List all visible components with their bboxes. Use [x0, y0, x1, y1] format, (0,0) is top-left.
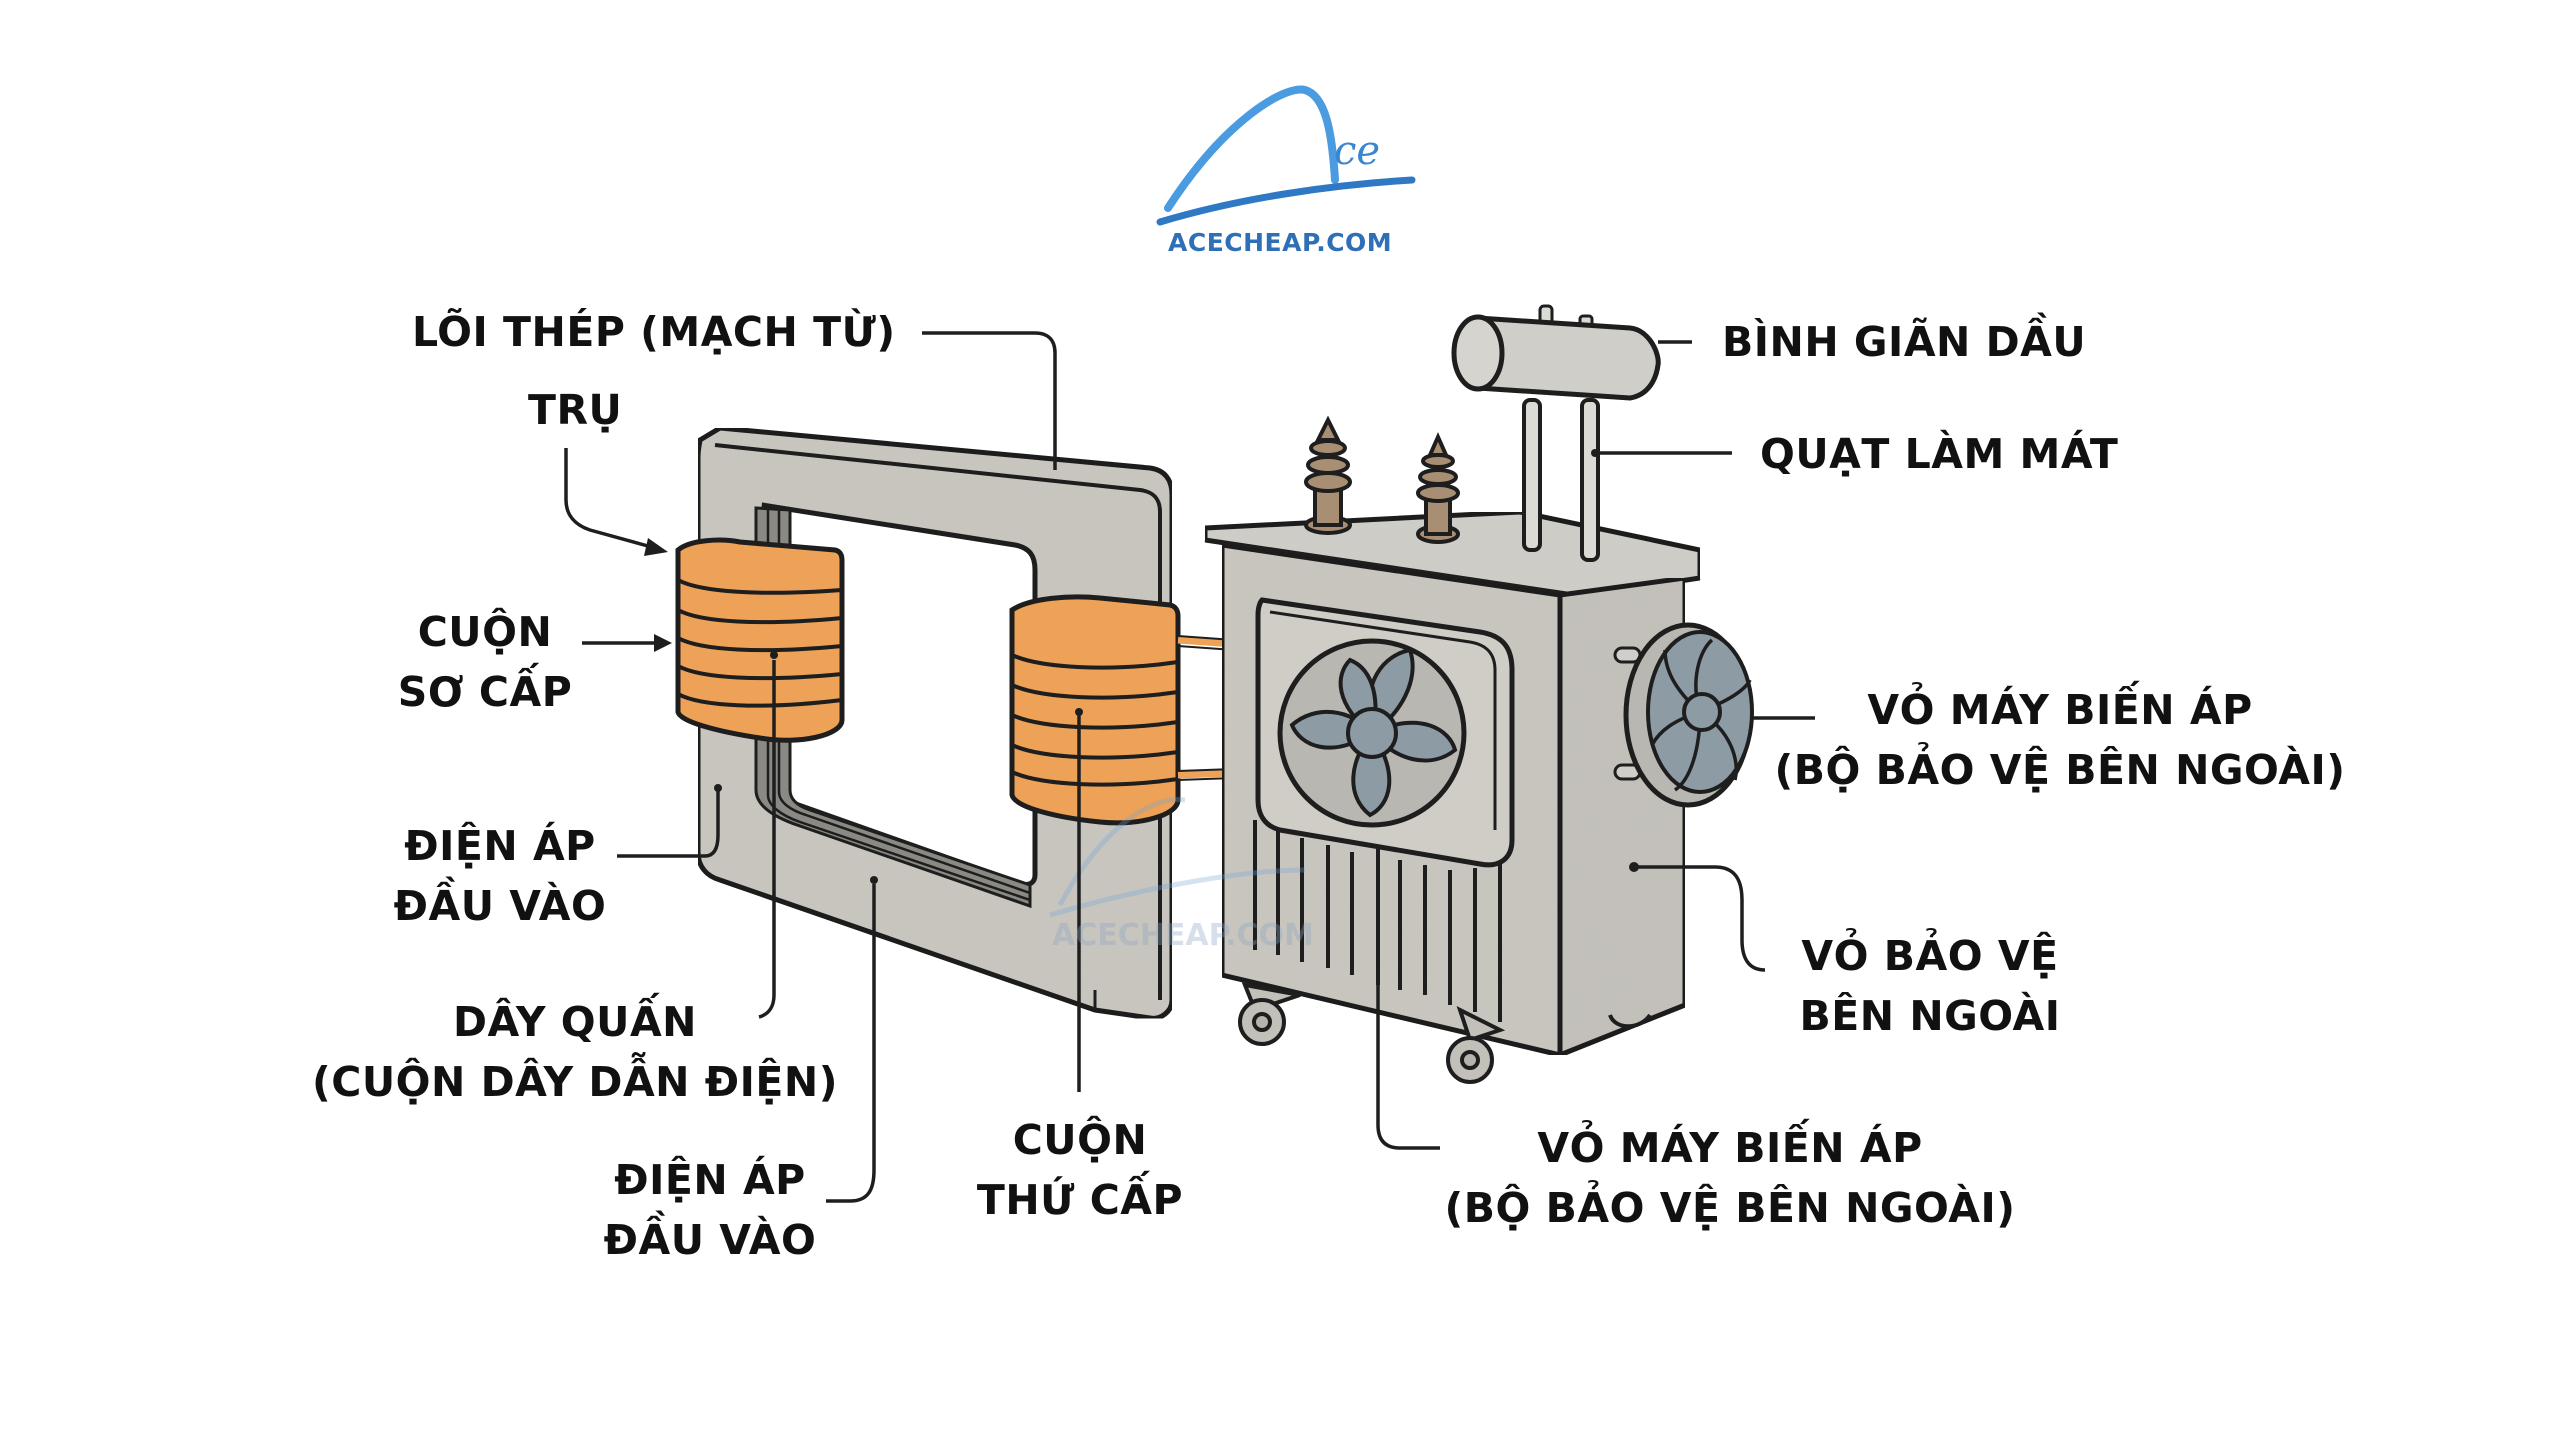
- watermark-text: ACECHEAP.COM: [1052, 918, 1314, 953]
- acecheap-logo: [1156, 85, 1416, 226]
- bushing-left: [1304, 415, 1352, 535]
- leader-outer-shell: [1635, 865, 1766, 972]
- bushing-right: [1416, 432, 1460, 544]
- label-core: LÕI THÉP (MẠCH TỪ): [412, 308, 896, 356]
- leader-input-2: [826, 884, 876, 1203]
- leader-core: [922, 331, 1057, 470]
- label-conservator: BÌNH GIÃN DẦU: [1722, 318, 2087, 366]
- arrow-head-limb: [644, 538, 668, 556]
- leader-lines: [564, 331, 1815, 1203]
- front-fan-icon: [1277, 638, 1467, 828]
- label-cooling-fan: QUẠT LÀM MÁT: [1760, 430, 2119, 478]
- label-housing-right: VỎ MÁY BIẾN ÁP (BỘ BẢO VỆ BÊN NGOÀI): [1774, 686, 2346, 794]
- logo-mark: ce: [1334, 128, 1381, 174]
- logo-arc: [1164, 85, 1339, 212]
- leader-winding: [758, 660, 776, 1019]
- leader-limb: [564, 448, 656, 550]
- label-input-voltage-2: ĐIỆN ÁP ĐẦU VÀO: [603, 1156, 817, 1264]
- label-winding: DÂY QUẤN (CUỘN DÂY DẪN ĐIỆN): [312, 998, 838, 1106]
- label-secondary-coil: CUỘN THỨ CẤP: [976, 1116, 1184, 1224]
- transformer-housing: [1202, 304, 1754, 1084]
- leader-housing-bottom: [1376, 980, 1440, 1150]
- conservator-pipes: [1522, 398, 1600, 562]
- magnetic-core-assembly: [675, 425, 1263, 1021]
- label-housing-bottom: VỎ MÁY BIẾN ÁP (BỘ BẢO VỆ BÊN NGOÀI): [1444, 1124, 2016, 1232]
- label-input-voltage-1: ĐIỆN ÁP ĐẦU VÀO: [393, 822, 607, 930]
- wheels: [1238, 982, 1652, 1084]
- cooling-fins: [1253, 820, 1502, 1022]
- label-outer-shell: VỎ BẢO VỆ BÊN NGOÀI: [1799, 932, 2061, 1040]
- side-fan-icon: [1613, 622, 1754, 808]
- label-primary-coil: CUỘN SƠ CẤP: [397, 608, 573, 716]
- label-limb: TRỤ: [528, 386, 623, 434]
- primary-coil: [675, 537, 845, 743]
- logo-brand: ACECHEAP.COM: [1168, 228, 1393, 257]
- watermark-logo: [1049, 797, 1306, 918]
- arrow-head-primary: [654, 634, 672, 652]
- logo-swoosh: [1156, 176, 1416, 226]
- secondary-coil: [1009, 594, 1181, 826]
- conservator-tank: [1451, 304, 1661, 401]
- leader-input-1: [617, 790, 720, 858]
